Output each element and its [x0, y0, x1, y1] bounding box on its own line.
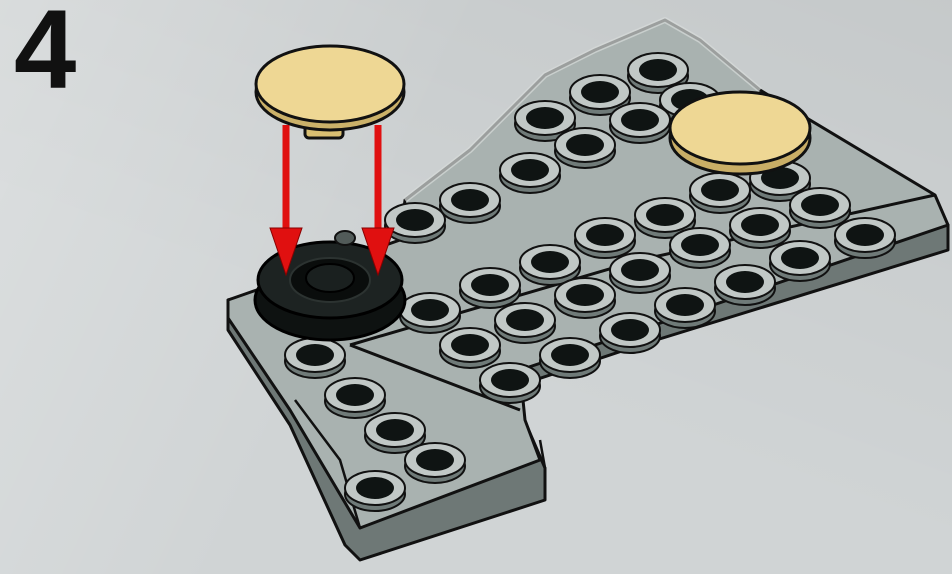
stud-hole	[741, 214, 779, 236]
stud-hole	[531, 251, 569, 273]
stud-hole	[506, 309, 544, 331]
stud-hole	[621, 109, 659, 131]
stud-hole	[611, 319, 649, 341]
stud-hole	[336, 384, 374, 406]
stud-hole	[586, 224, 624, 246]
stud-hole	[296, 344, 334, 366]
stud-hole	[451, 334, 489, 356]
stud-hole	[356, 477, 394, 499]
stud-hole	[471, 274, 509, 296]
stud-hole	[396, 209, 434, 231]
stud-hole	[451, 189, 489, 211]
stud-hole	[801, 194, 839, 216]
stud-hole	[846, 224, 884, 246]
stud-hole	[621, 259, 659, 281]
stud-hole	[491, 369, 529, 391]
stud-hole	[526, 107, 564, 129]
stud-hole	[411, 299, 449, 321]
stud-hole	[681, 234, 719, 256]
stud-hole	[726, 271, 764, 293]
stud-hole	[666, 294, 704, 316]
stud-hole	[566, 134, 604, 156]
stud-hole	[551, 344, 589, 366]
stud-hole	[376, 419, 414, 441]
stud-hole	[639, 59, 677, 81]
stud-hole	[646, 204, 684, 226]
stud-hole	[566, 284, 604, 306]
round-tan-tile-placed-icon	[670, 92, 810, 174]
stud-hole	[781, 247, 819, 269]
stud-hole	[511, 159, 549, 181]
round-tan-tile-icon	[256, 46, 404, 138]
stud-hole	[701, 179, 739, 201]
stud-hole	[416, 449, 454, 471]
stud-hole	[581, 81, 619, 103]
